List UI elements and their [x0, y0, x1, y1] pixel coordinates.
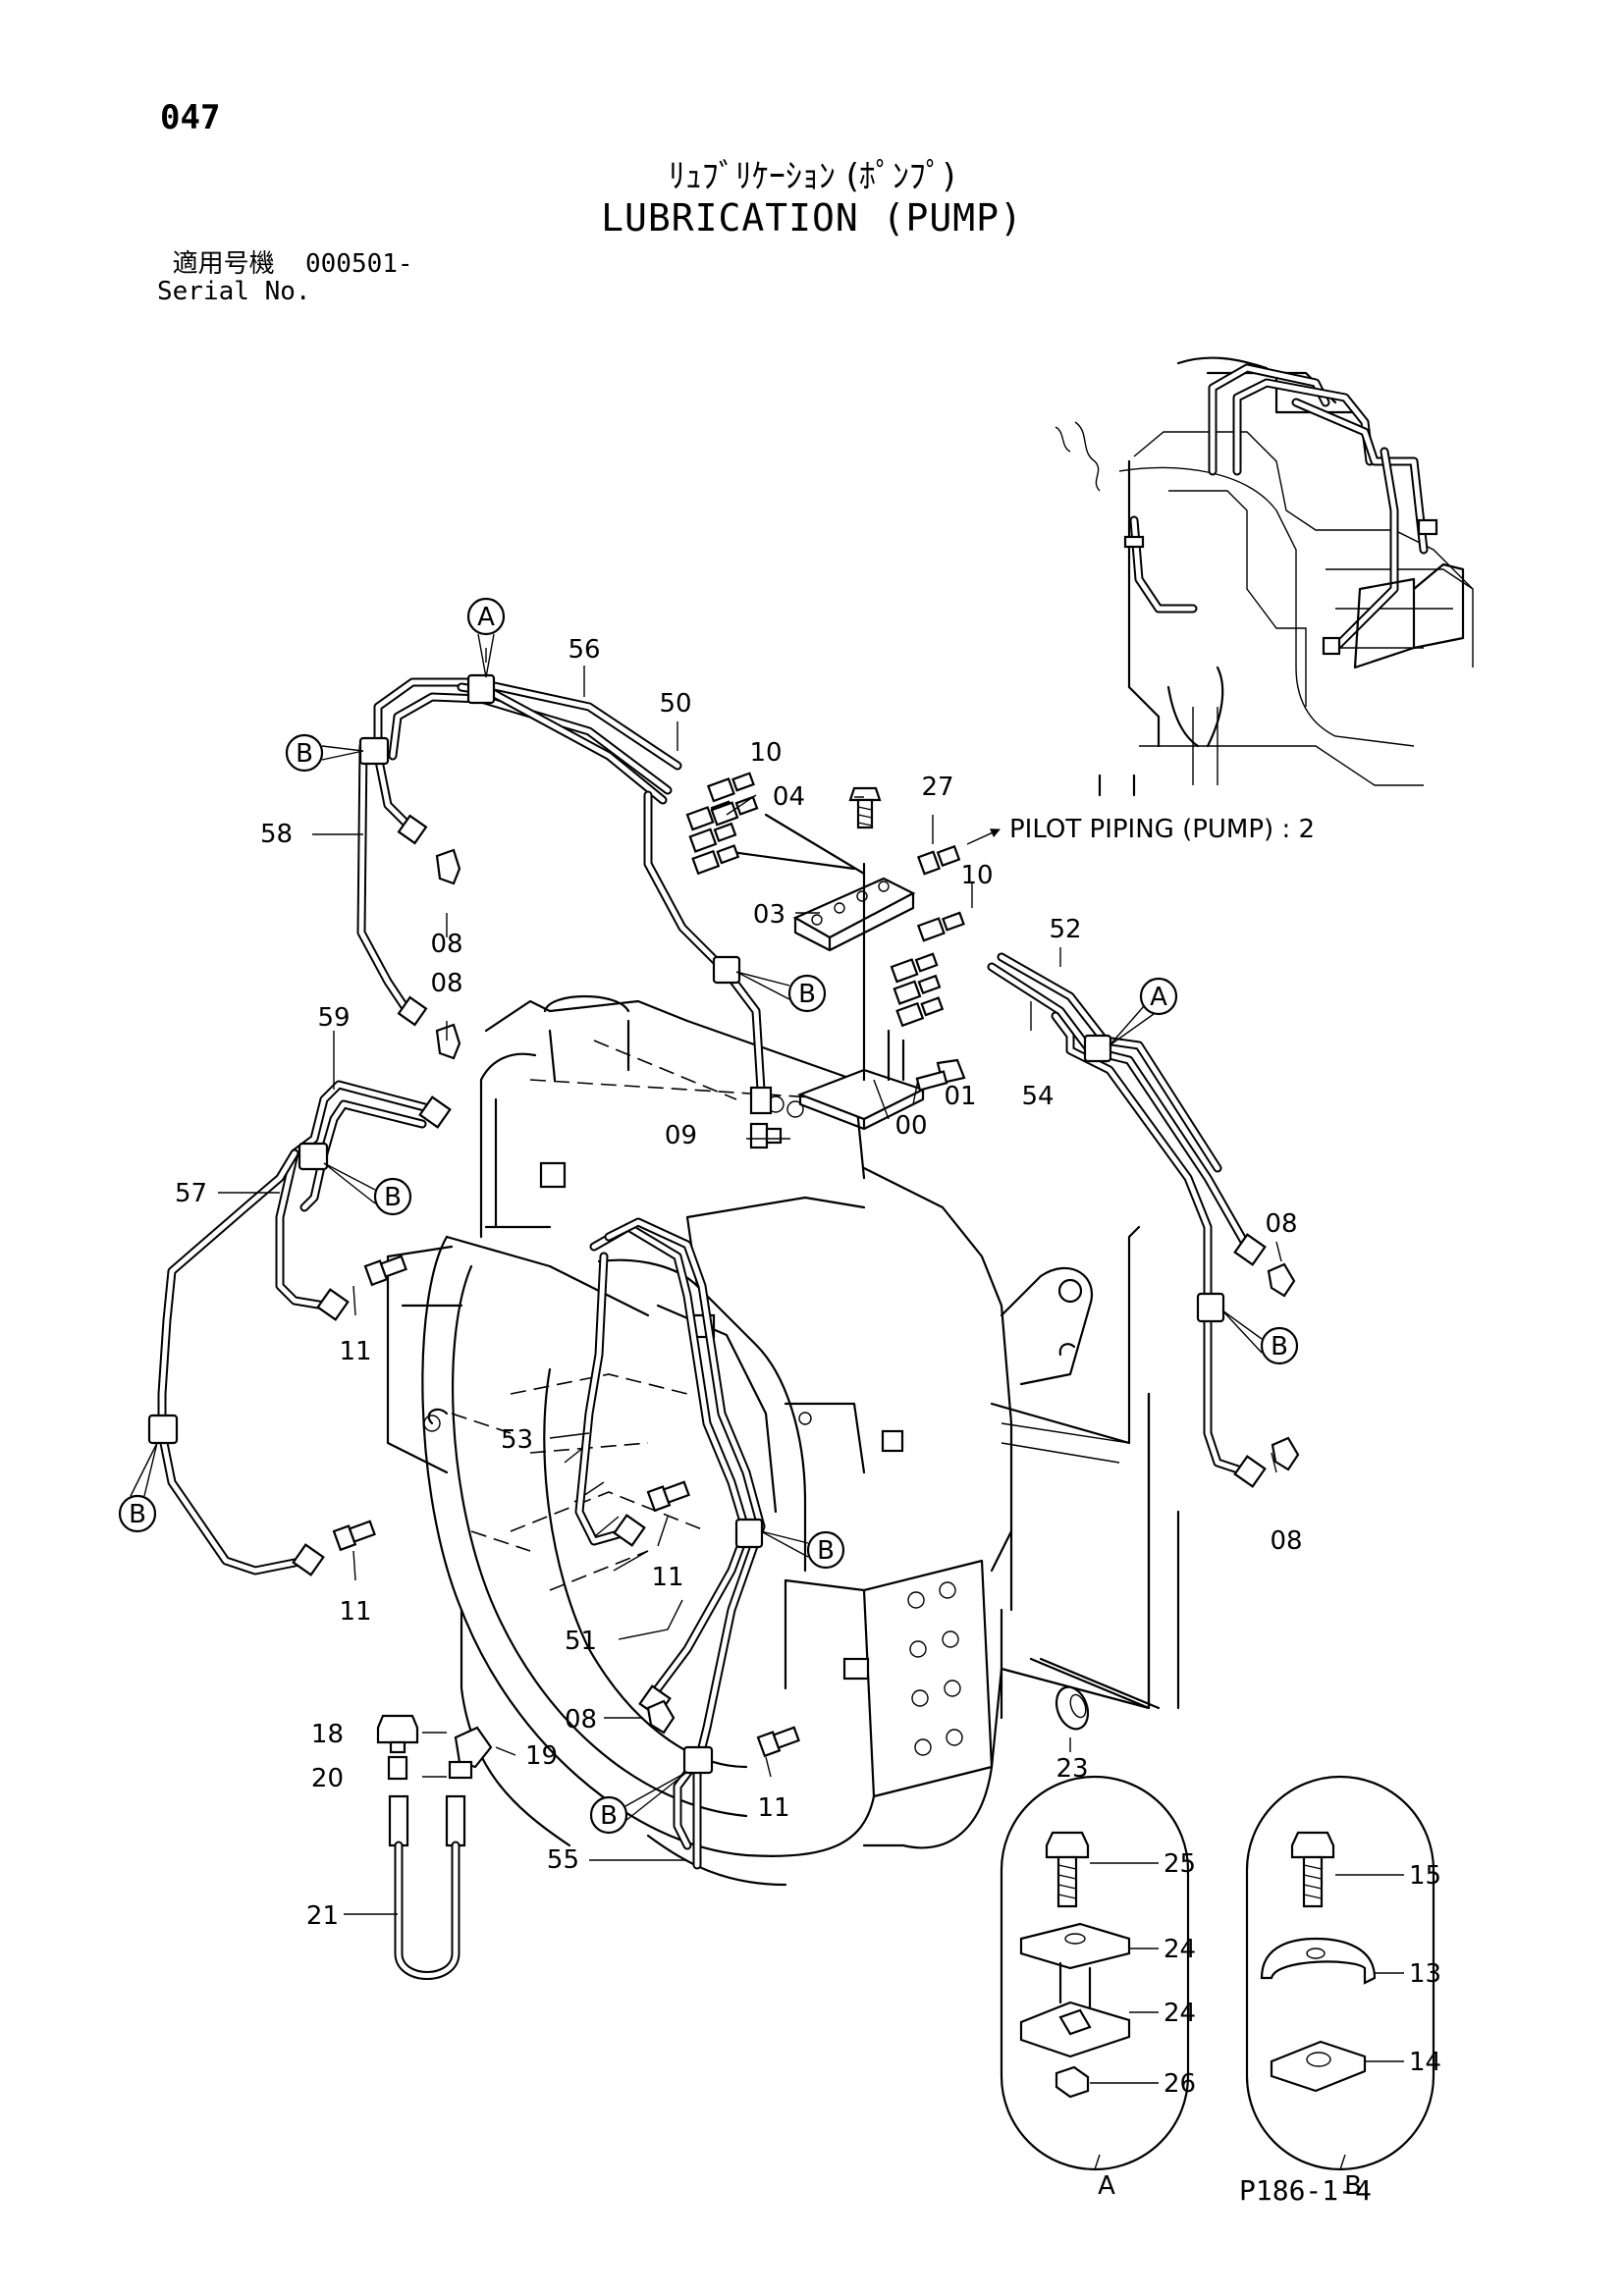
- hose-assembly: [376, 1714, 493, 1980]
- svg-text:B: B: [1271, 1332, 1288, 1362]
- pipe-57: [157, 1148, 325, 1576]
- clamps: [147, 673, 1225, 1775]
- callout-11a: 11: [339, 1337, 371, 1366]
- callout-10b: 10: [960, 861, 993, 890]
- serial-block: 適用号機 000501- Serial No.: [157, 250, 413, 305]
- pump-housing: [386, 995, 1180, 1887]
- fitting-09: [749, 1122, 783, 1149]
- callout-03: 03: [753, 900, 785, 930]
- callout-52: 52: [1049, 915, 1081, 944]
- view-marker-b5: B: [118, 1442, 158, 1533]
- pipe-53: [574, 1217, 766, 1547]
- view-marker-b2: B: [735, 971, 827, 1013]
- leader-lines: [218, 648, 1404, 2170]
- view-marker-b1: B: [285, 733, 364, 773]
- callout-53: 53: [501, 1425, 533, 1455]
- svg-text:B: B: [600, 1801, 618, 1831]
- callout-13: 13: [1409, 1959, 1441, 1989]
- fitting-27: [916, 844, 961, 876]
- callout-25: 25: [1164, 1849, 1196, 1879]
- detail-b-label: B: [1344, 2171, 1362, 2201]
- title-japanese: ﾘｭﾌﾞﾘｹｰｼｮﾝ (ﾎﾟﾝﾌﾟ): [668, 157, 956, 196]
- callout-59: 59: [317, 1003, 350, 1033]
- callout-01: 01: [944, 1082, 976, 1111]
- callout-14: 14: [1409, 2048, 1441, 2077]
- callout-54: 54: [1021, 1082, 1054, 1111]
- callout-26: 26: [1164, 2069, 1196, 2099]
- callout-04: 04: [773, 782, 805, 812]
- svg-text:A: A: [477, 603, 495, 632]
- bolt-01: [915, 1058, 966, 1092]
- serial-value: 000501-: [304, 249, 413, 279]
- callout-08c: 08: [1265, 1209, 1297, 1239]
- page-number: 047: [160, 98, 221, 137]
- plug-23: [1055, 1685, 1090, 1731]
- elbows-08: [435, 848, 1300, 1735]
- view-marker-a1: A: [466, 597, 506, 678]
- bolt-04: [848, 786, 882, 829]
- callout-09: 09: [665, 1121, 697, 1150]
- callout-11d: 11: [757, 1793, 789, 1823]
- callout-08a: 08: [430, 930, 462, 959]
- pipe-59: [275, 1080, 452, 1321]
- callout-20: 20: [311, 1764, 344, 1793]
- callout-18: 18: [311, 1720, 344, 1749]
- view-marker-a2: A: [1109, 977, 1178, 1046]
- callout-08d: 08: [1270, 1526, 1302, 1556]
- callout-24a: 24: [1164, 1935, 1196, 1964]
- svg-text:B: B: [384, 1183, 402, 1212]
- callout-55: 55: [547, 1845, 579, 1875]
- pipe-58: [356, 741, 428, 1027]
- callout-51: 51: [565, 1627, 597, 1656]
- view-marker-b3: B: [323, 1162, 412, 1216]
- callout-56: 56: [568, 635, 600, 665]
- callouts: 56 50 10 04 27 58 08 03 10 52 08 59 54 0…: [175, 635, 1441, 2201]
- leader-23-return: [1029, 1392, 1151, 1710]
- callout-58: 58: [260, 820, 293, 849]
- callout-50: 50: [659, 689, 691, 719]
- svg-text:B: B: [817, 1536, 835, 1566]
- view-marker-b6: B: [760, 1530, 845, 1570]
- callout-27: 27: [921, 773, 953, 802]
- serial-label-jp: 適用号機: [172, 249, 275, 279]
- pipe-56: [373, 677, 682, 805]
- detail-a-label: A: [1098, 2171, 1115, 2201]
- overview-illustration: [1055, 356, 1474, 797]
- callout-19: 19: [525, 1741, 558, 1771]
- callout-23: 23: [1056, 1754, 1088, 1784]
- svg-text:A: A: [1150, 983, 1167, 1012]
- view-marker-b4: B: [1221, 1309, 1299, 1365]
- adapters-11: [332, 1255, 800, 1758]
- svg-text:B: B: [798, 980, 816, 1009]
- callout-11c: 11: [339, 1597, 371, 1627]
- fitting-cluster-10: [685, 772, 965, 1028]
- callout-15: 15: [1409, 1861, 1441, 1891]
- distribution-block: [730, 813, 916, 1082]
- callout-00: 00: [894, 1111, 927, 1141]
- title-english: LUBRICATION (PUMP): [601, 196, 1023, 240]
- callout-08b: 08: [430, 969, 462, 998]
- reference-note-pilot-piping: PILOT PIPING (PUMP) : 2: [1009, 815, 1315, 844]
- callout-10a: 10: [749, 738, 782, 768]
- callout-21: 21: [306, 1901, 339, 1931]
- pipe-55: [673, 1522, 766, 1870]
- pipe-54: [1051, 1011, 1267, 1488]
- callout-08e: 08: [565, 1705, 597, 1735]
- view-marker-b7: B: [589, 1771, 688, 1835]
- detail-b: [1245, 1775, 1435, 2171]
- svg-text:B: B: [296, 739, 313, 769]
- drawing-code: P186-1-4: [1239, 2174, 1372, 2207]
- detail-a: [1000, 1775, 1190, 2171]
- callout-11b: 11: [651, 1563, 683, 1592]
- svg-text:B: B: [129, 1500, 146, 1529]
- pipe-50: [643, 790, 773, 1115]
- serial-label-en: Serial No.: [157, 277, 311, 306]
- callout-57: 57: [175, 1179, 207, 1208]
- callout-24b: 24: [1164, 1999, 1196, 2028]
